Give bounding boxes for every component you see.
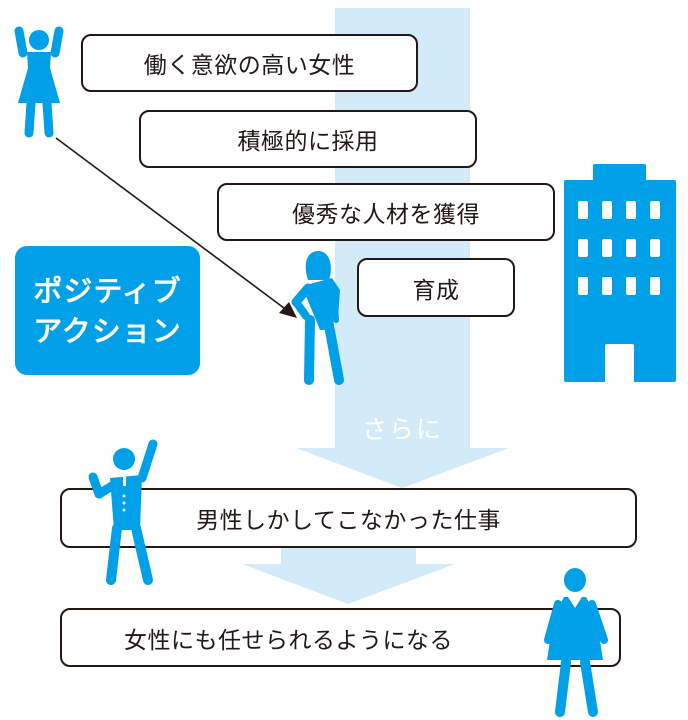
office-building-icon [564, 164, 676, 384]
step-label: 育成 [412, 277, 460, 304]
office-woman-icon [544, 568, 608, 717]
badge-line-1: ポジティブ [33, 273, 182, 308]
step-box-motivated-women: 働く意欲の高い女性 [81, 34, 418, 92]
woman-cheering-icon [14, 26, 64, 138]
badge-line-2: アクション [33, 313, 182, 348]
suit-buttons-icon [122, 477, 126, 512]
arrowhead-icon [279, 302, 297, 318]
step-box-training: 育成 [357, 258, 515, 317]
businessman-cheering-icon [88, 439, 158, 585]
step-label: 働く意欲の高い女性 [143, 53, 356, 79]
step-label: 優秀な人材を獲得 [292, 202, 480, 228]
collar-icon [568, 597, 582, 608]
outcome-label: 男性しかしてこなかった仕事 [196, 508, 501, 534]
positive-action-badge: ポジティブ アクション [15, 246, 200, 375]
lower-flow-arrow [242, 548, 455, 604]
connector-label: さらに [361, 415, 443, 444]
step-box-acquire-talent: 優秀な人材を獲得 [217, 183, 555, 241]
woman-hand-on-hip-icon [291, 251, 344, 385]
outcome-label: 女性にも任せられるようになる [124, 627, 453, 654]
outcome-box-male-only-work: 男性しかしてこなかった仕事 [60, 488, 637, 548]
step-box-active-hiring: 積極的に採用 [139, 110, 477, 168]
outcome-box-entrusted-to-women: 女性にも任せられるようになる [60, 608, 621, 667]
step-label: 積極的に採用 [237, 129, 379, 155]
